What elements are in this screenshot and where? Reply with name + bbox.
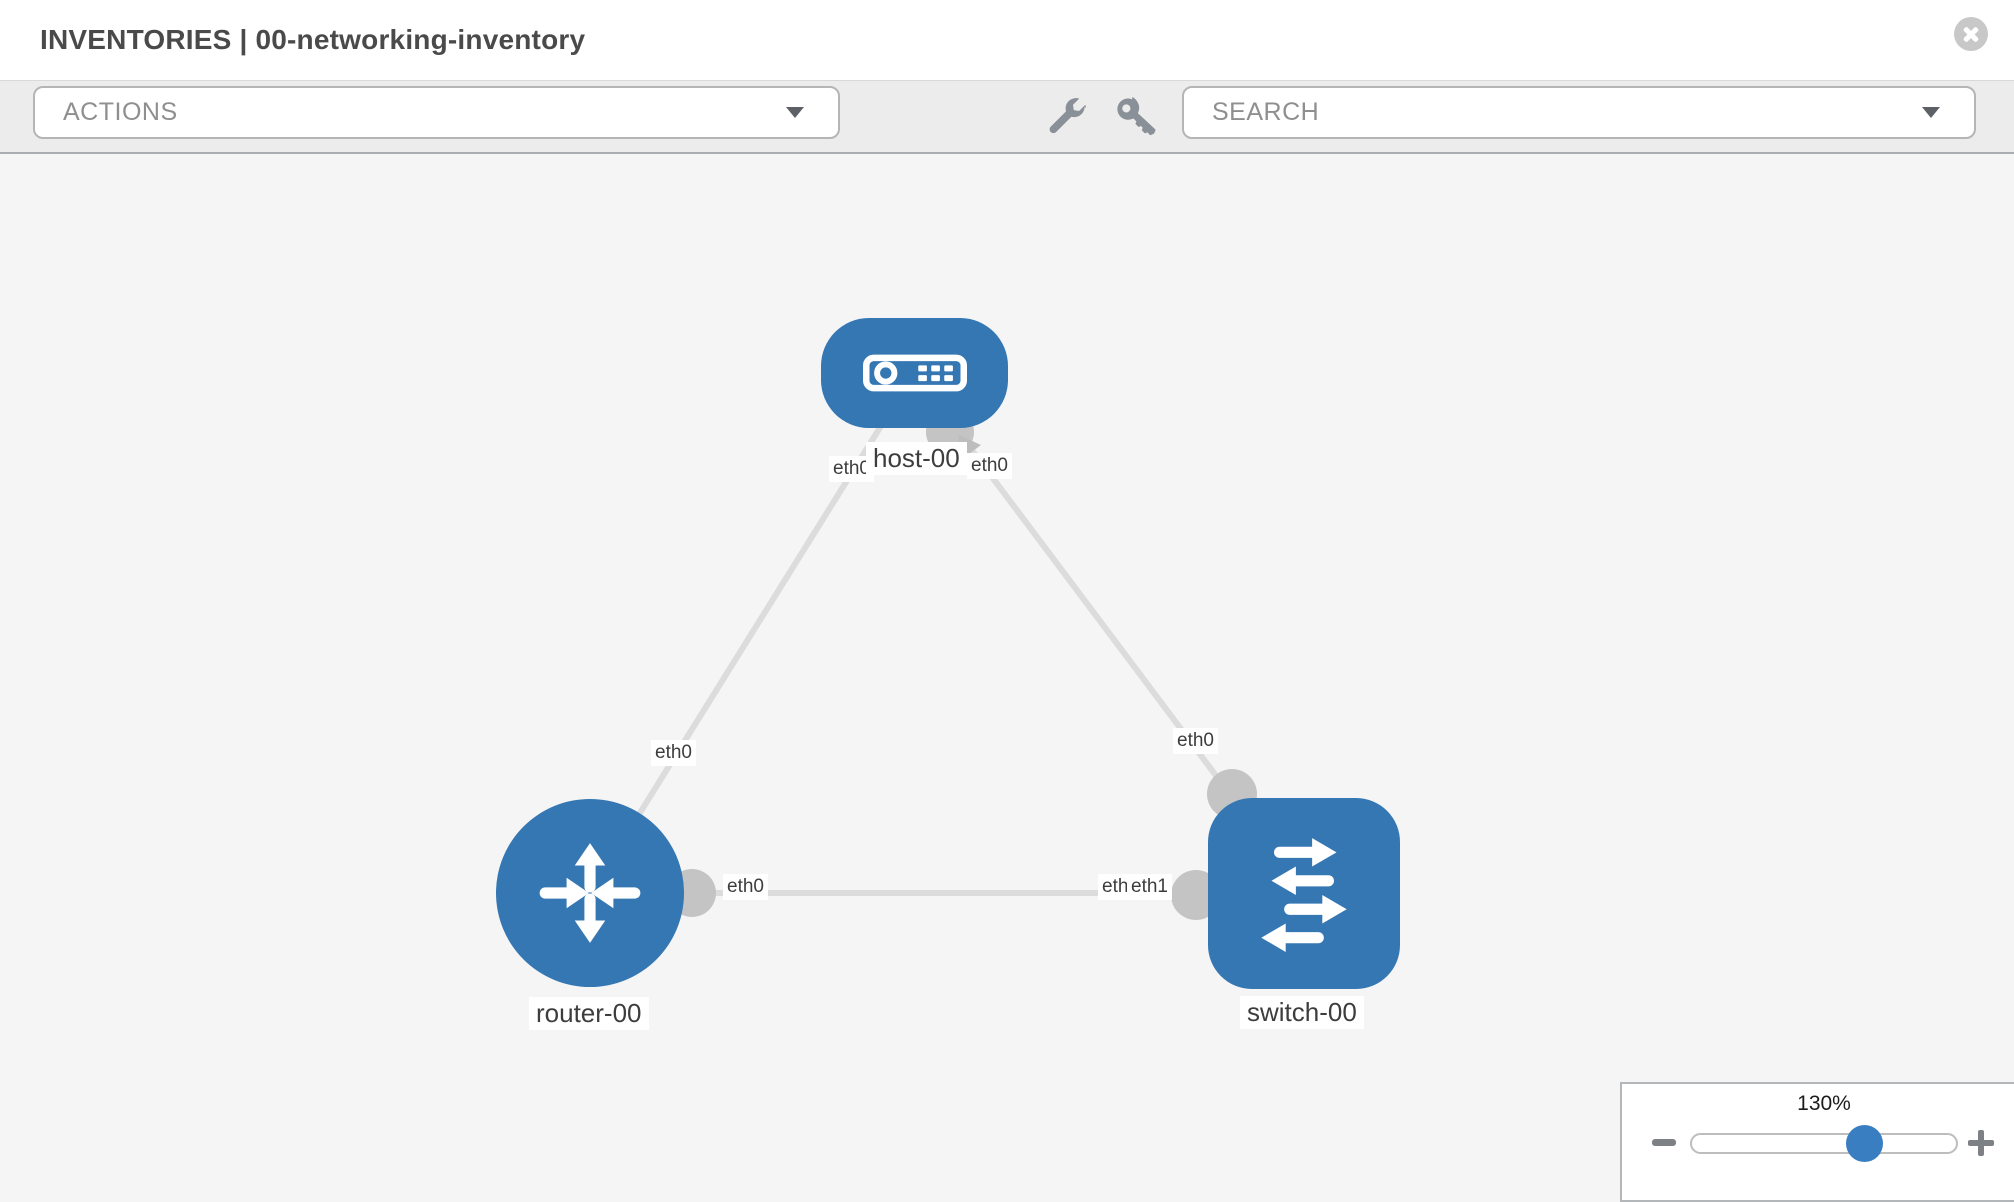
if-label-switch-over: eth1 — [1127, 874, 1172, 900]
host-icon — [862, 354, 967, 392]
configure-button[interactable] — [1044, 95, 1088, 139]
page-title: INVENTORIES | 00-networking-inventory — [40, 24, 586, 55]
node-router-00[interactable] — [496, 799, 684, 987]
zoom-slider-handle[interactable] — [1846, 1125, 1883, 1162]
chevron-down-icon — [786, 107, 804, 118]
actions-dropdown[interactable]: ACTIONS — [33, 86, 840, 139]
node-switch-00[interactable] — [1208, 798, 1400, 989]
credentials-button[interactable] — [1114, 95, 1158, 139]
zoom-in-button[interactable] — [1968, 1130, 1994, 1156]
chevron-down-icon — [1922, 107, 1940, 118]
wrench-icon — [1049, 98, 1086, 134]
zoom-slider-track[interactable] — [1690, 1133, 1958, 1154]
node-label-host: host-00 — [866, 442, 967, 475]
zoom-out-button[interactable] — [1652, 1139, 1676, 1146]
toolbar: ACTIONS SEARCH — [0, 81, 2014, 154]
topology-canvas[interactable]: host-00 router-00 switch-00 eth0 eth0 et… — [0, 154, 2014, 1200]
key-icon — [1117, 96, 1156, 136]
node-host-00[interactable] — [821, 318, 1008, 428]
actions-dropdown-label: ACTIONS — [63, 98, 178, 126]
zoom-level: 130% — [1797, 1092, 1851, 1115]
close-button[interactable] — [1954, 17, 1988, 51]
node-label-switch: switch-00 — [1240, 996, 1364, 1029]
search-dropdown[interactable]: SEARCH — [1182, 86, 1976, 139]
title-bar: INVENTORIES | 00-networking-inventory — [0, 0, 2014, 81]
links-layer — [587, 371, 1307, 920]
if-label-host-right: eth0 — [967, 453, 1012, 479]
plus-icon — [1978, 1130, 1984, 1156]
if-label-switch-top: eth0 — [1173, 728, 1218, 754]
node-label-router: router-00 — [529, 997, 649, 1030]
if-label-router-link: eth0 — [651, 740, 696, 766]
if-label-router-right: eth0 — [723, 874, 768, 900]
switch-icon — [1261, 837, 1347, 952]
router-icon — [539, 843, 641, 943]
search-dropdown-label: SEARCH — [1212, 98, 1320, 126]
zoom-panel: 130% — [1620, 1082, 2014, 1202]
